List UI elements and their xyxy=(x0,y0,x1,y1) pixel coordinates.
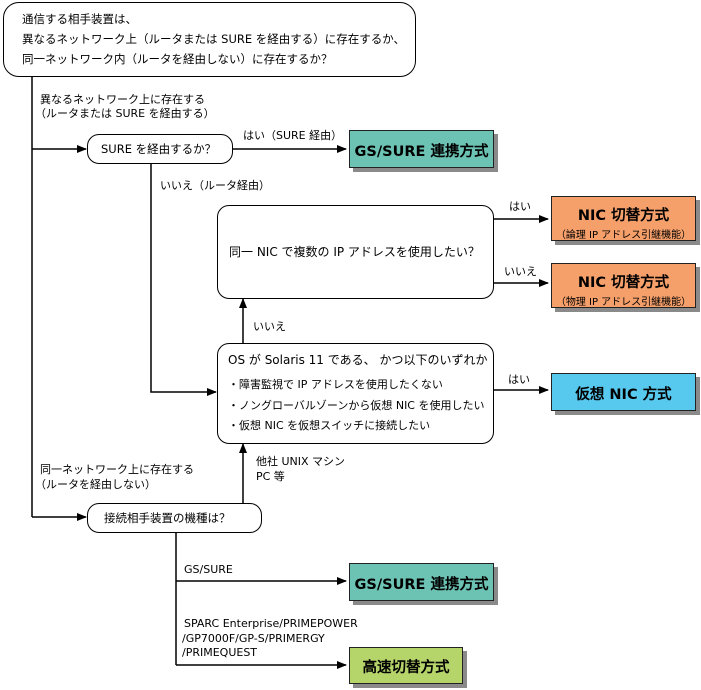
result-fast-switch-label: 高速切替方式 xyxy=(362,660,450,676)
sure-question-text: SURE を経由するか？ xyxy=(101,142,217,156)
result-nic-logical-sub: （論理 IP アドレス引継機能） xyxy=(555,230,692,241)
sure-yes-label: はい（SURE 経由） xyxy=(243,129,343,142)
result-gs-sure-2-label: GS/SURE 連携方式 xyxy=(354,577,489,593)
top-question-line1: 通信する相手装置は、 xyxy=(22,12,137,26)
result-nic-logical-title: NIC 切替方式 xyxy=(577,208,670,224)
nic-no-label: いいえ xyxy=(504,265,537,278)
top-question-box: 通信する相手装置は、 異なるネットワーク上（ルータまたは SURE を経由する）… xyxy=(3,2,416,77)
result-virtual-nic-label: 仮想 NIC 方式 xyxy=(575,387,672,403)
device-gs-sure-label: GS/SURE xyxy=(184,563,233,576)
result-gs-sure-1: GS/SURE 連携方式 xyxy=(349,130,494,168)
result-gs-sure-2: GS/SURE 連携方式 xyxy=(349,563,494,601)
result-nic-physical-sub: （物理 IP アドレス引継機能） xyxy=(555,297,692,308)
result-gs-sure-1-label: GS/SURE 連携方式 xyxy=(354,144,489,160)
nic-question-box: 同一 NIC で複数の IP アドレスを使用したい？ xyxy=(217,205,494,299)
arrow-sure-no xyxy=(150,161,217,396)
solaris-question-item3: ・仮想 NIC を仮想スイッチに接続したい xyxy=(228,419,431,432)
result-nic-physical-title: NIC 切替方式 xyxy=(577,275,670,291)
top-question-line2: 異なるネットワーク上（ルータまたは SURE を経由する）に存在するか、 xyxy=(22,32,406,46)
solaris-question-item2: ・ノングローバルゾーンから仮想 NIC を使用したい xyxy=(228,399,485,412)
result-fast-switch: 高速切替方式 xyxy=(349,647,463,684)
device-sparc-line1: SPARC Enterprise/PRIMEPOWER xyxy=(184,617,358,630)
device-question-text: 接続相手装置の機種は？ xyxy=(104,511,231,525)
result-virtual-nic: 仮想 NIC 方式 xyxy=(551,373,696,411)
solaris-question-item1: ・障害監視で IP アドレスを使用したくない xyxy=(228,378,443,391)
other-unix-line1: 他社 UNIX マシン xyxy=(256,455,346,468)
solaris-question-box: OS が Solaris 11 である、 かつ以下のいずれか ・障害監視で IP… xyxy=(217,343,494,444)
nic-yes-label: はい xyxy=(509,200,531,213)
branch-same-line1: 同一ネットワーク上に存在する xyxy=(40,463,194,476)
other-unix-line2: PC 等 xyxy=(256,470,285,483)
sure-question-box: SURE を経由するか？ xyxy=(87,134,233,164)
nic-question-text: 同一 NIC で複数の IP アドレスを使用したい？ xyxy=(229,245,480,259)
result-nic-physical: NIC 切替方式 （物理 IP アドレス引継機能） xyxy=(551,263,696,308)
sure-no-label: いいえ（ルータ経由） xyxy=(160,179,270,192)
up-no-label: いいえ xyxy=(253,320,286,333)
solaris-yes-label: はい xyxy=(508,373,530,386)
top-question-line3: 同一ネットワーク内（ルータを経由しない）に存在するか？ xyxy=(22,52,333,66)
result-nic-logical: NIC 切替方式 （論理 IP アドレス引継機能） xyxy=(551,196,696,241)
branch-different-line2: （ルータまたは SURE を経由する） xyxy=(35,107,215,120)
device-sparc-line3: /PRIMEQUEST xyxy=(182,646,258,659)
branch-same-line2: （ルータを経由しない） xyxy=(35,478,156,491)
device-question-box: 接続相手装置の機種は？ xyxy=(87,503,262,533)
branch-different-line1: 異なるネットワーク上に存在する xyxy=(40,93,205,106)
device-sparc-line2: /GP7000F/GP-S/PRIMERGY xyxy=(182,632,325,645)
solaris-question-line1: OS が Solaris 11 である、 かつ以下のいずれか xyxy=(228,353,488,367)
